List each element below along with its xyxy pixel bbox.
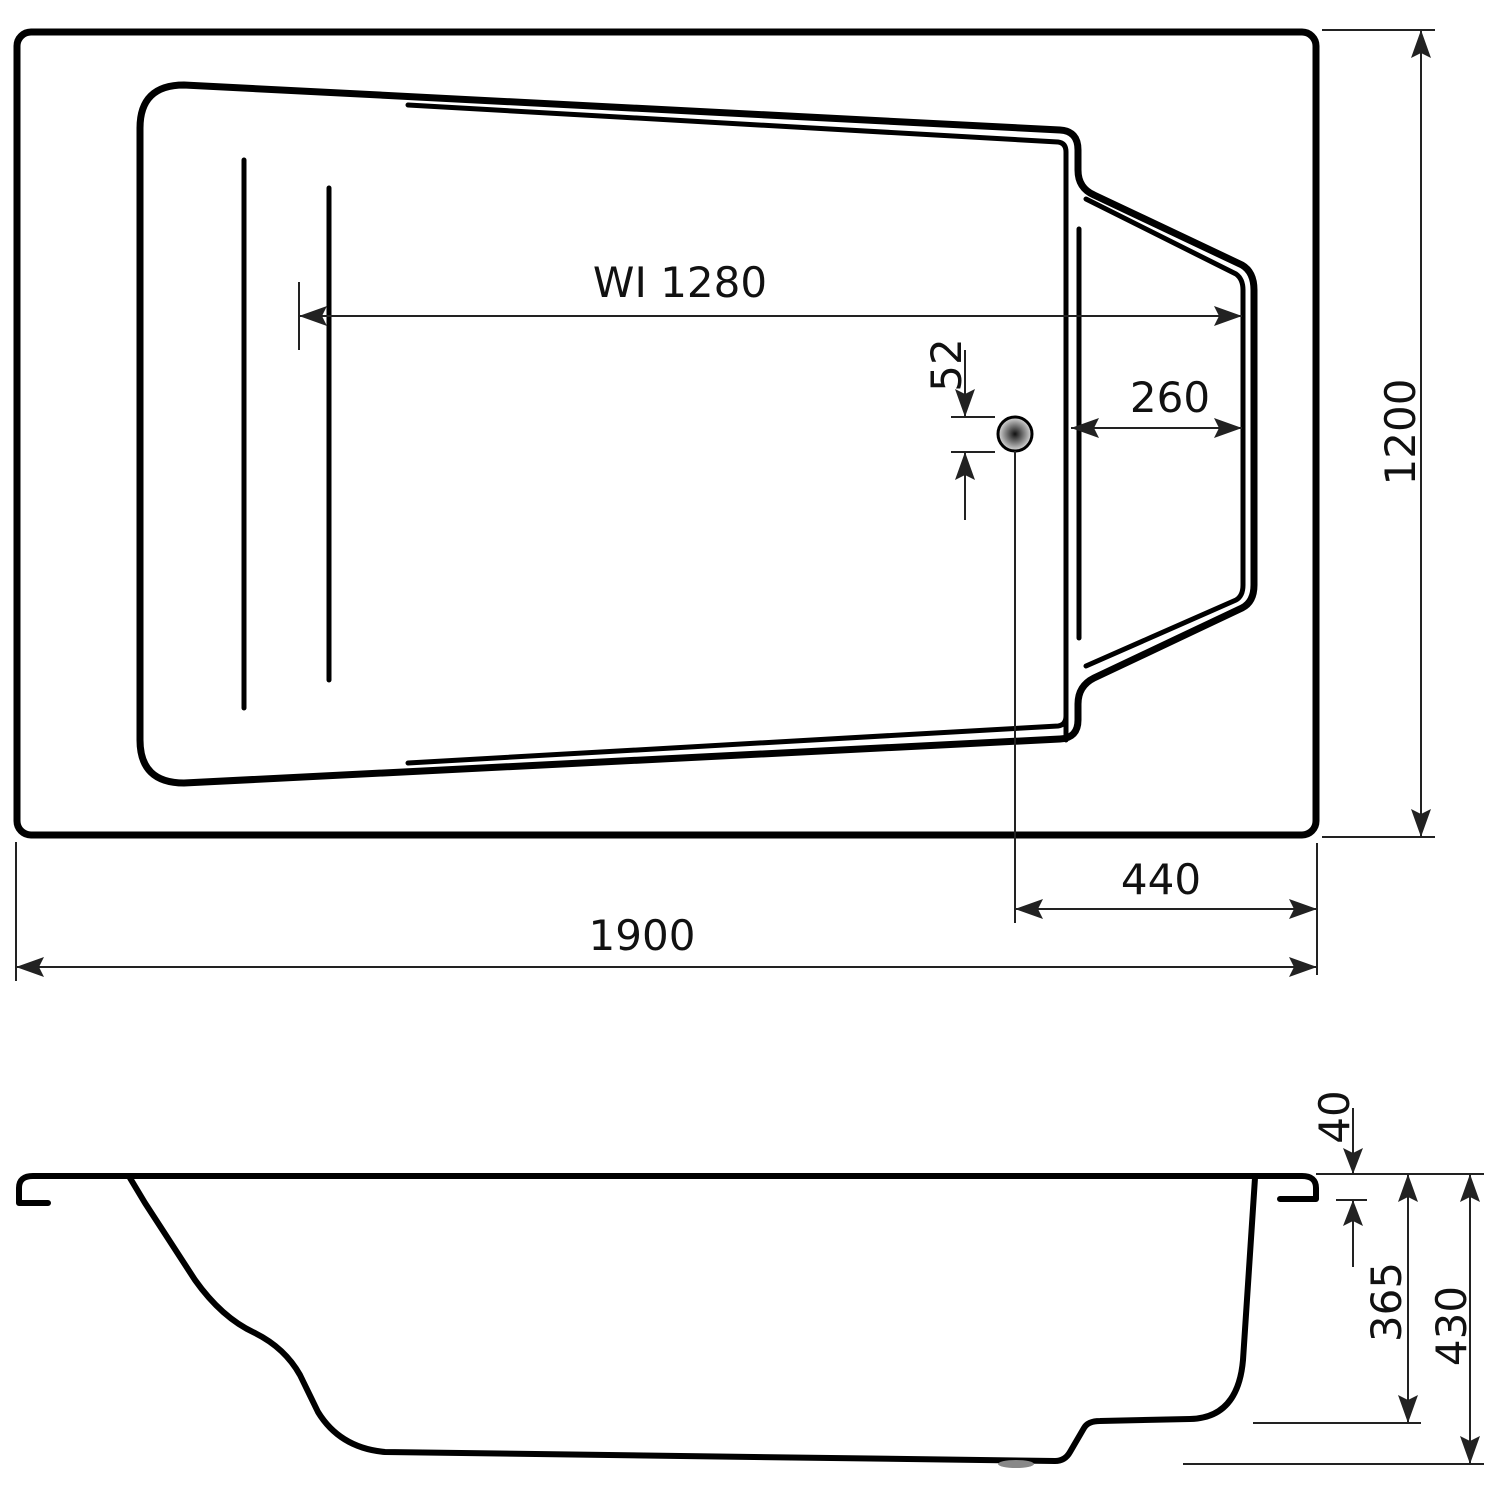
dimension-1200: 1200 [1322,29,1435,838]
dimension-label-430: 430 [1427,1286,1476,1366]
outer-rim [13,28,1320,839]
side-profile-outline [16,1173,1319,1206]
top-view: WI 1280 260 52 1200 [13,28,1435,981]
dimension-label-1900: 1900 [589,911,696,960]
inner-basin-outline [136,81,1258,787]
dimension-label-1200: 1200 [1376,379,1425,486]
dimension-365: 365 [1253,1174,1421,1424]
dimension-label-40: 40 [1310,1090,1359,1143]
dimension-label-440: 440 [1121,855,1201,904]
dimension-40: 40 [1310,1090,1484,1267]
dimension-label-365: 365 [1362,1262,1411,1342]
dimension-label-52: 52 [922,338,971,391]
dimension-1900: 1900 [15,842,1317,981]
dimension-wi-1280: WI 1280 [298,258,1242,350]
side-view: 40 365 430 [16,1090,1484,1468]
dimension-430: 430 [1183,1174,1484,1465]
side-profile-basin [127,1175,1258,1464]
drain-icon [996,415,1034,453]
dimension-260: 260 [1071,373,1242,438]
inner-ledge-line [1083,196,1246,669]
dimension-440: 440 [1014,451,1318,975]
dimension-label-wi: WI 1280 [593,258,767,307]
inner-ledge-line [405,713,1069,766]
dimension-label-260: 260 [1130,373,1210,422]
drain-outlet-icon [998,1460,1034,1468]
dimension-52: 52 [922,338,995,520]
inner-ledge-line [405,102,1069,743]
